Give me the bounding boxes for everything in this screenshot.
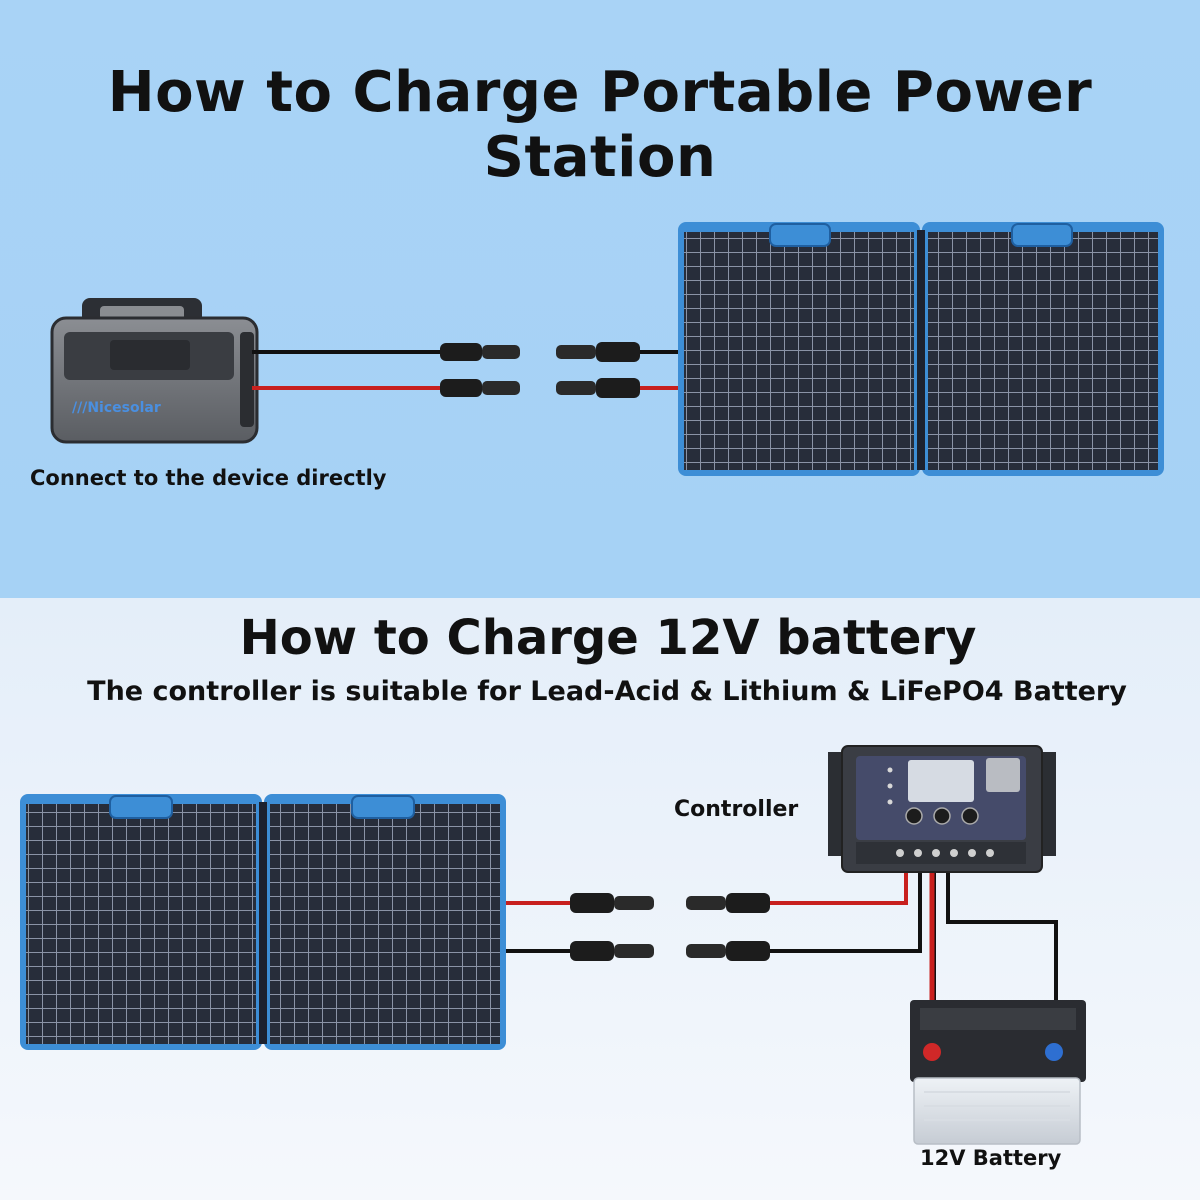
battery-icon xyxy=(910,1000,1086,1145)
charge-controller-icon xyxy=(828,745,1056,873)
top-wires-left xyxy=(252,350,445,390)
page-title: How to Charge Portable Power Station xyxy=(107,60,1093,190)
top-wires-right xyxy=(640,350,684,390)
device-caption: Connect to the device directly xyxy=(30,466,387,490)
controller-caption: Controller xyxy=(674,797,799,822)
section-title: How to Charge 12V battery xyxy=(239,610,977,666)
solar-panel-icon xyxy=(678,222,1164,476)
mc4-connector-icon xyxy=(570,893,654,961)
bottom-wires-left xyxy=(506,901,574,953)
brand-logo: ///Nicesolar xyxy=(72,400,161,416)
battery-caption: 12V Battery xyxy=(920,1146,1062,1170)
solar-panel-icon xyxy=(20,794,506,1050)
mc4-connector-icon xyxy=(686,893,770,961)
section-subtitle: The controller is suitable for Lead-Acid… xyxy=(87,676,1127,707)
power-station-icon: ///Nicesolar xyxy=(50,298,259,444)
mc4-connector-icon xyxy=(556,342,640,398)
mc4-connector-icon xyxy=(440,343,520,397)
